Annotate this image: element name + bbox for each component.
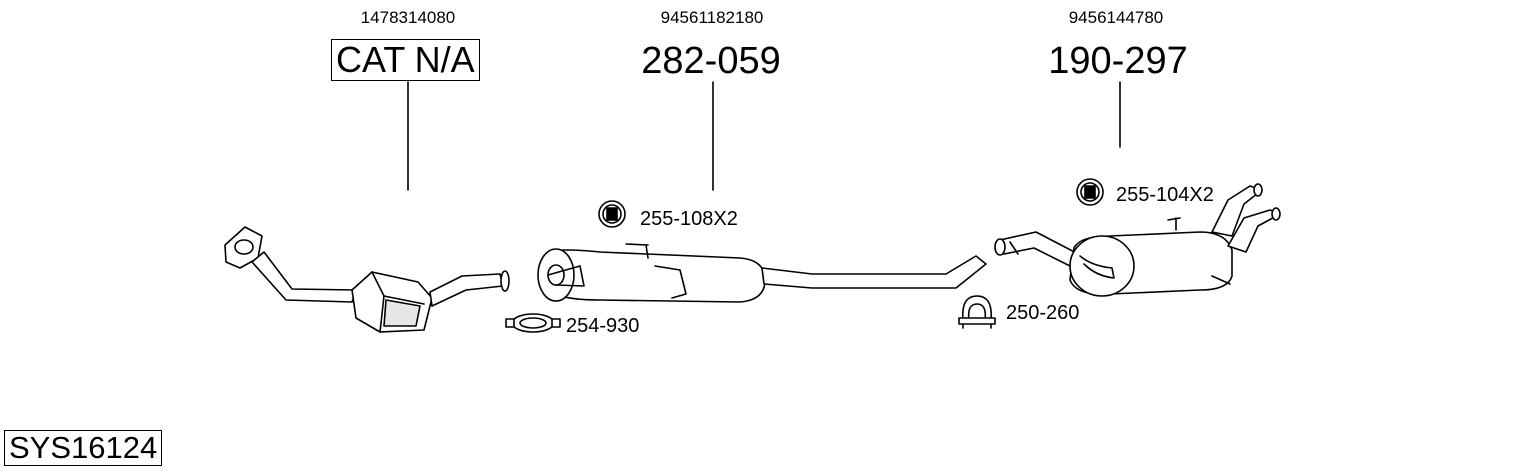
oe-number-catalytic: 1478314080 [360, 8, 456, 27]
part-number-catalytic: CAT N/A [331, 39, 480, 81]
accessory-label-clamp-front: 254-930 [566, 315, 640, 337]
rear-silencer [994, 183, 1281, 297]
oe-number-middle-silencer: 94561182180 [660, 8, 764, 27]
accessory-label-rubber-mount-rear: 255-104X2 [1116, 184, 1214, 206]
rubber-mount-icon [598, 200, 626, 228]
accessory-label-rubber-mount-middle: 255-108X2 [640, 208, 738, 230]
oe-number-rear-silencer: 9456144780 [1068, 8, 1164, 27]
clamp-icon [958, 295, 996, 329]
part-number-middle-silencer: 282-059 [641, 40, 781, 82]
accessory-label-clamp-rear: 250-260 [1006, 302, 1080, 324]
clamp-icon [505, 313, 561, 333]
middle-silencer [537, 243, 987, 303]
part-number-rear-silencer: 190-297 [1048, 40, 1188, 82]
system-id: SYS16124 [4, 430, 163, 466]
rubber-mount-icon [1076, 178, 1104, 206]
catalytic-converter-pipe [224, 226, 510, 333]
